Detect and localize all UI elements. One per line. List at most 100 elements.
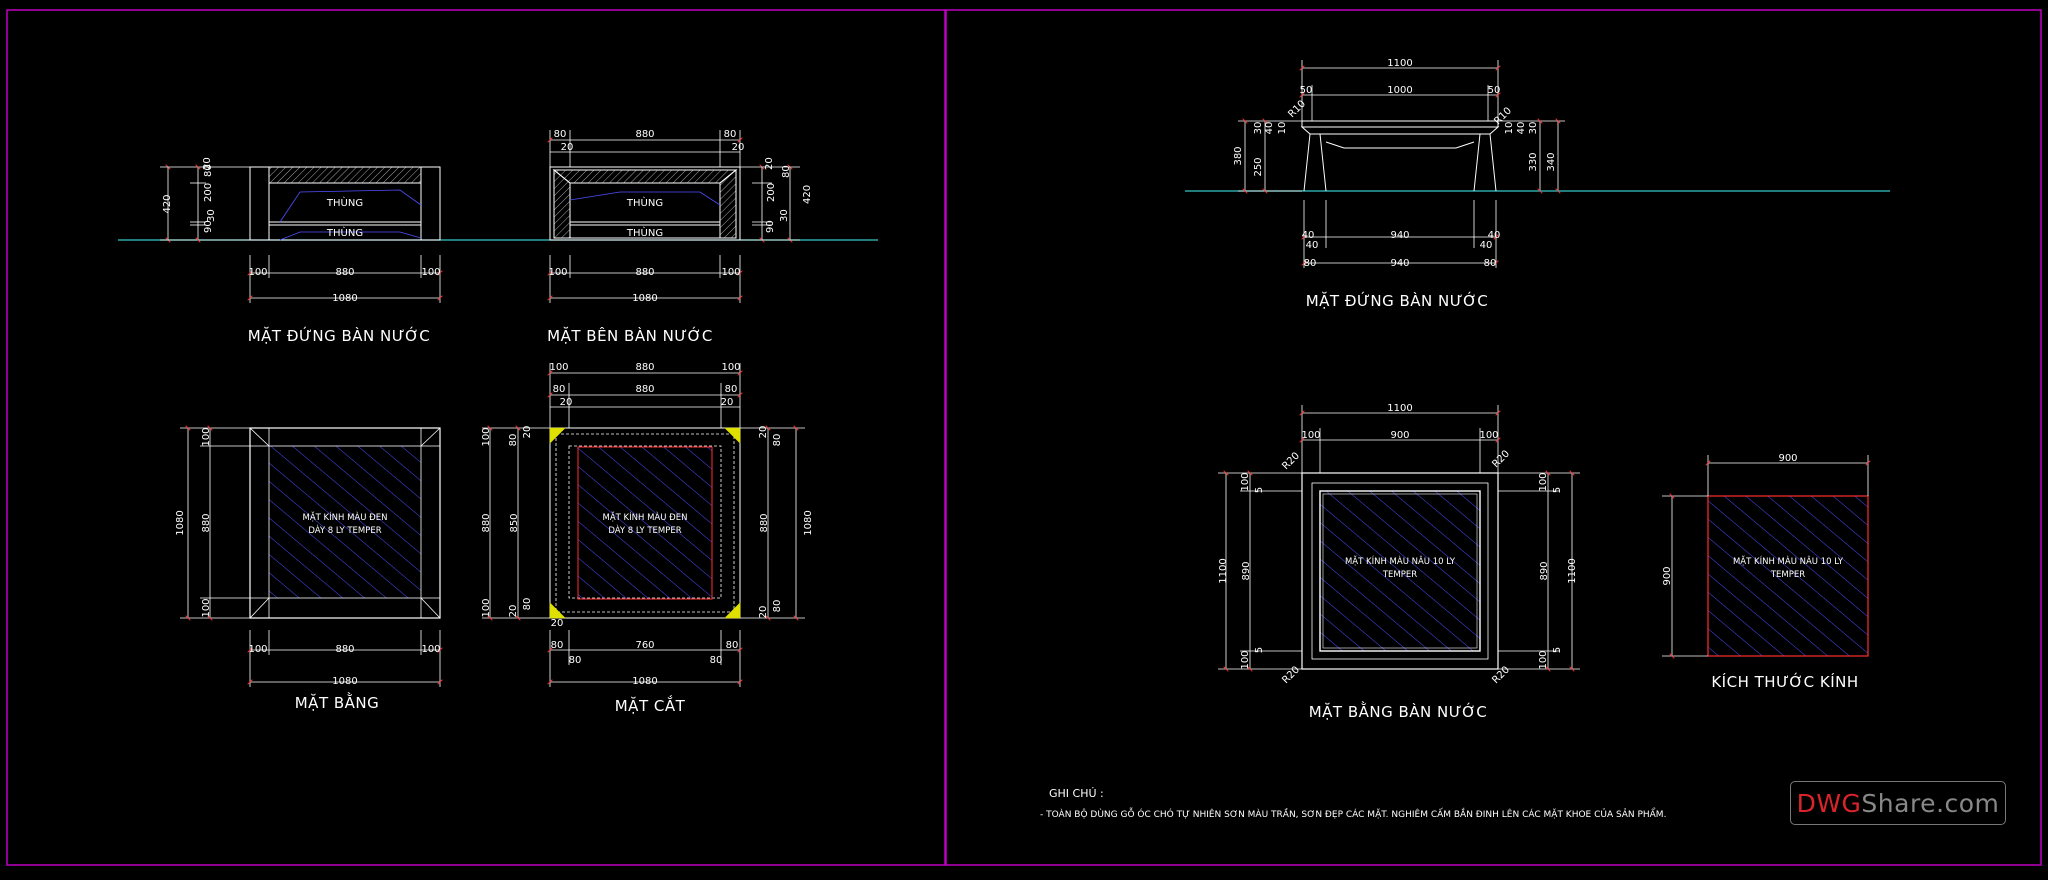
svg-text:THÙNG: THÙNG <box>626 196 663 209</box>
svg-text:R20: R20 <box>1490 664 1512 686</box>
svg-text:1080: 1080 <box>175 510 186 535</box>
svg-text:DÀY 8 LY TEMPER: DÀY 8 LY TEMPER <box>308 524 381 536</box>
svg-text:100: 100 <box>481 427 492 446</box>
svg-text:40: 40 <box>1306 240 1319 251</box>
svg-text:880: 880 <box>201 513 212 532</box>
notes: GHI CHÚ : - TOÀN BỘ DÙNG GỖ ÓC CHÓ TỰ NH… <box>1040 787 1666 820</box>
svg-text:900: 900 <box>1662 566 1673 585</box>
svg-text:1080: 1080 <box>332 293 357 304</box>
svg-text:80: 80 <box>554 129 567 140</box>
front-label-bottom: THÙNG <box>326 226 363 239</box>
glass-size-title: KÍCH THƯỚC KÍNH <box>1711 672 1858 691</box>
svg-text:340: 340 <box>1546 152 1557 171</box>
svg-text:20: 20 <box>758 606 769 619</box>
svg-text:880: 880 <box>635 384 654 395</box>
svg-text:100: 100 <box>1240 472 1251 491</box>
svg-text:80: 80 <box>725 384 738 395</box>
svg-text:1080: 1080 <box>803 510 814 535</box>
svg-text:100: 100 <box>1240 650 1251 669</box>
svg-text:100: 100 <box>721 267 740 278</box>
svg-text:100: 100 <box>421 644 440 655</box>
svg-text:1080: 1080 <box>332 676 357 687</box>
svg-text:250: 250 <box>1253 157 1264 176</box>
plan-view-title: MẶT BẰNG <box>295 691 380 712</box>
notes-line: - TOÀN BỘ DÙNG GỖ ÓC CHÓ TỰ NHIÊN SƠN MÀ… <box>1040 807 1666 820</box>
svg-text:880: 880 <box>759 513 770 532</box>
svg-text:100: 100 <box>248 644 267 655</box>
svg-text:1080: 1080 <box>632 293 657 304</box>
svg-text:20: 20 <box>764 157 775 170</box>
watermark-brand-red: DWG <box>1796 788 1862 818</box>
svg-text:100: 100 <box>1301 430 1320 441</box>
svg-text:90: 90 <box>765 220 776 233</box>
side-view: THÙNG THÙNG 80 880 80 20 20 20 80 200 30… <box>547 129 813 345</box>
elevation-title: MẶT ĐỨNG BÀN NƯỚC <box>1306 291 1489 310</box>
svg-text:80: 80 <box>551 640 564 651</box>
svg-text:80: 80 <box>772 600 783 613</box>
svg-text:100: 100 <box>421 267 440 278</box>
svg-text:50: 50 <box>1488 85 1501 96</box>
svg-text:80: 80 <box>569 655 582 666</box>
svg-text:850: 850 <box>509 513 520 532</box>
svg-text:30: 30 <box>1253 122 1264 135</box>
svg-text:R20: R20 <box>1280 664 1302 686</box>
svg-text:50: 50 <box>1300 85 1313 96</box>
svg-text:890: 890 <box>1539 561 1550 580</box>
table-elevation: 1100 50 1000 50 R10 R10 380 30 40 10 250… <box>1233 58 1565 310</box>
plan-view: MẶT KÍNH MÀU ĐEN DÀY 8 LY TEMPER 1080 10… <box>175 427 441 712</box>
svg-text:880: 880 <box>635 129 654 140</box>
svg-text:330: 330 <box>1528 152 1539 171</box>
notes-heading: GHI CHÚ : <box>1049 787 1104 800</box>
svg-text:5: 5 <box>1254 487 1265 493</box>
svg-text:900: 900 <box>1390 430 1409 441</box>
svg-text:760: 760 <box>635 640 654 651</box>
svg-text:20: 20 <box>758 426 769 439</box>
svg-text:100: 100 <box>1538 472 1549 491</box>
svg-text:880: 880 <box>481 513 492 532</box>
svg-text:80: 80 <box>710 655 723 666</box>
svg-text:1100: 1100 <box>1218 558 1229 583</box>
svg-text:880: 880 <box>335 267 354 278</box>
svg-text:DÀY 8 LY TEMPER: DÀY 8 LY TEMPER <box>608 524 681 536</box>
svg-text:20: 20 <box>721 397 734 408</box>
svg-text:1100: 1100 <box>1567 558 1578 583</box>
front-label-top: THÙNG <box>326 196 363 209</box>
svg-text:420: 420 <box>162 194 173 213</box>
svg-text:900: 900 <box>1778 453 1797 464</box>
svg-text:940: 940 <box>1390 230 1409 241</box>
svg-text:R20: R20 <box>1490 448 1512 470</box>
svg-text:80: 80 <box>508 434 519 447</box>
svg-text:100: 100 <box>549 362 568 373</box>
svg-text:80: 80 <box>1484 258 1497 269</box>
svg-text:880: 880 <box>335 644 354 655</box>
svg-text:100: 100 <box>1479 430 1498 441</box>
svg-text:100: 100 <box>201 427 212 446</box>
svg-text:100: 100 <box>1538 650 1549 669</box>
svg-text:30: 30 <box>1528 122 1539 135</box>
svg-text:420: 420 <box>802 185 813 204</box>
svg-text:40: 40 <box>1264 122 1275 135</box>
front-view: THÙNG THÙNG 420 20 80 200 30 90 100 880 … <box>160 157 441 345</box>
svg-text:80: 80 <box>522 598 533 611</box>
svg-text:TEMPER: TEMPER <box>1382 570 1417 580</box>
svg-text:MẶT KÍNH MÀU ĐEN: MẶT KÍNH MÀU ĐEN <box>303 511 388 523</box>
watermark-brand-gray: Share.com <box>1861 788 2000 818</box>
svg-text:100: 100 <box>481 598 492 617</box>
side-view-title: MẶT BÊN BÀN NƯỚC <box>547 326 713 345</box>
svg-text:1080: 1080 <box>632 676 657 687</box>
svg-text:TEMPER: TEMPER <box>1770 570 1805 580</box>
svg-text:80: 80 <box>726 640 739 651</box>
section-view-title: MẶT CẮT <box>615 694 686 715</box>
svg-text:20: 20 <box>561 142 574 153</box>
svg-text:80: 80 <box>1304 258 1317 269</box>
svg-text:100: 100 <box>721 362 740 373</box>
svg-text:80: 80 <box>203 164 214 177</box>
svg-text:MẶT KÍNH MÀU NÂU 10 LY: MẶT KÍNH MÀU NÂU 10 LY <box>1345 555 1456 567</box>
svg-text:1000: 1000 <box>1387 85 1412 96</box>
svg-text:20: 20 <box>732 142 745 153</box>
svg-text:20: 20 <box>551 618 564 629</box>
svg-text:20: 20 <box>508 605 519 618</box>
svg-text:5: 5 <box>1552 487 1563 493</box>
svg-text:10: 10 <box>1504 122 1515 135</box>
